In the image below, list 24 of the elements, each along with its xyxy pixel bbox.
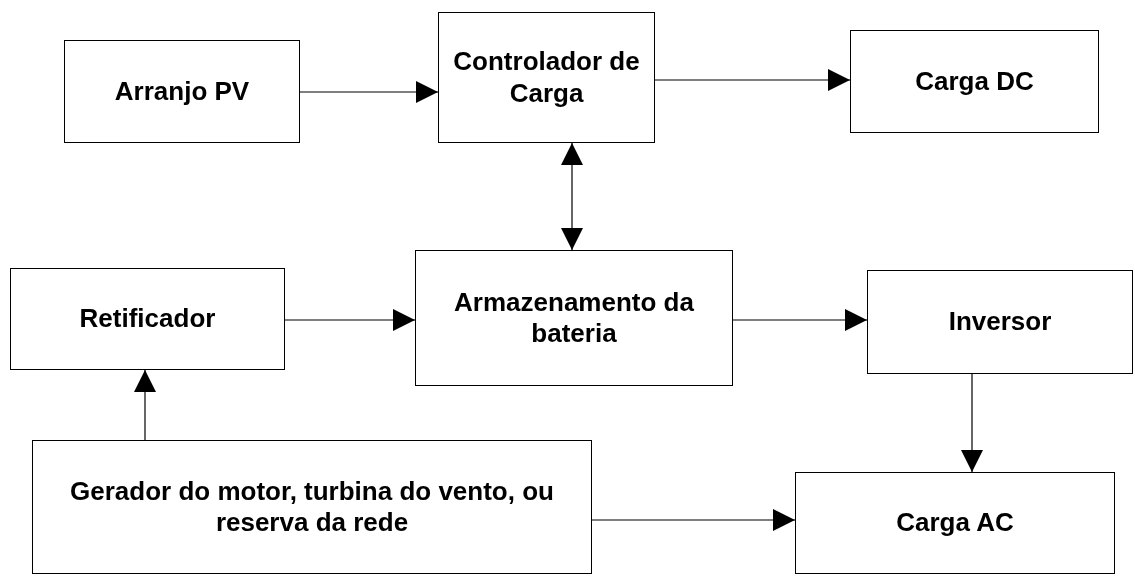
process-box [438, 12, 655, 143]
box-label: Armazenamento da bateria [453, 286, 695, 350]
arrow [732, 309, 868, 331]
arrow [134, 369, 156, 441]
process-box [64, 40, 300, 143]
process-box [795, 472, 1115, 574]
box-label: Inversor [948, 306, 1052, 338]
box-label: Controlador de Carga [452, 46, 641, 109]
arrow [654, 69, 851, 91]
process-box [867, 270, 1133, 374]
process-box [10, 268, 285, 370]
process-box [32, 440, 592, 574]
arrow [299, 81, 439, 103]
box-label: Carga DC [915, 65, 1034, 98]
arrow [591, 509, 796, 531]
box-label: Retificador [79, 303, 216, 335]
box-label: Gerador do motor, turbina do vento, ou reserva da rede [69, 475, 555, 539]
process-box [850, 30, 1099, 133]
box-label: Arranjo PV [114, 75, 250, 108]
arrow [561, 142, 583, 251]
box-label: Carga AC [896, 507, 1014, 539]
arrow [284, 309, 416, 331]
arrow [961, 373, 983, 473]
process-box [415, 250, 733, 386]
